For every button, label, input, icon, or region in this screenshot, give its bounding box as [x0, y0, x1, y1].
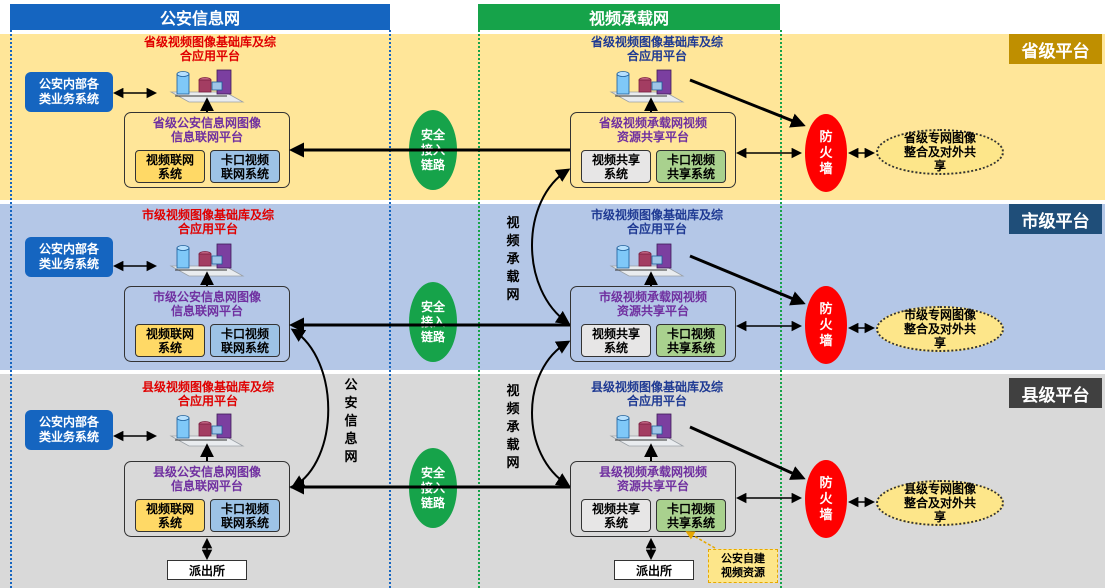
platform-title: 县级公安信息网图像信息联网平台	[152, 465, 261, 493]
server-cluster-icon	[169, 413, 245, 447]
county-firewall: 防火墙	[805, 460, 847, 538]
header-video-carrier-network: 视频承载网	[478, 4, 780, 30]
level-tag-province: 省级平台	[1009, 34, 1102, 64]
province-firewall: 防火墙	[805, 114, 847, 192]
video-share-system: 视频共享系统	[581, 324, 651, 357]
platform-title: 省级公安信息网图像信息联网平台	[152, 116, 261, 144]
checkpoint-network-system: 卡口视频联网系统	[210, 499, 280, 532]
level-tag-county: 县级平台	[1009, 378, 1102, 408]
header-police-info-network: 公安信息网	[10, 4, 390, 30]
server-cluster-icon	[609, 243, 685, 277]
video-share-system: 视频共享系统	[581, 499, 651, 532]
checkpoint-network-system: 卡口视频联网系统	[210, 324, 280, 357]
checkpoint-share-system: 卡口视频共享系统	[656, 499, 726, 532]
server-cluster-icon	[169, 243, 245, 277]
province-security-link: 安全接入链路	[409, 110, 457, 190]
video-carrier-network-label-lower: 视频承载网	[506, 383, 520, 470]
video-network-system: 视频联网系统	[135, 324, 205, 357]
video-carrier-network-label-upper: 视频承载网	[506, 215, 520, 302]
platform-title: 省级视频承载网视频资源共享平台	[598, 116, 707, 144]
province-left-platform-title: 省级视频图像基础库及综合应用平台	[143, 35, 276, 63]
province-external-share: 省级专网图像整合及对外共享	[876, 129, 1004, 175]
police-network-left-boundary	[10, 30, 12, 588]
police-info-network-label: 公安信息网	[344, 377, 358, 464]
platform-title: 市级公安信息网图像信息联网平台	[152, 290, 261, 318]
platform-title: 市级视频承载网视频资源共享平台	[598, 290, 707, 318]
city-left-platform-title: 市级视频图像基础库及综合应用平台	[141, 208, 274, 236]
province-police-info-platform: 省级公安信息网图像信息联网平台 视频联网系统 卡口视频联网系统	[124, 112, 290, 188]
video-share-system: 视频共享系统	[581, 150, 651, 183]
county-security-link: 安全接入链路	[409, 448, 457, 528]
city-security-link: 安全接入链路	[409, 282, 457, 362]
county-video-share-platform: 县级视频承载网视频资源共享平台 视频共享系统 卡口视频共享系统	[570, 461, 736, 537]
server-cluster-icon	[609, 69, 685, 103]
police-station-right: 派出所	[614, 560, 694, 580]
video-network-system: 视频联网系统	[135, 499, 205, 532]
county-external-share: 县级专网图像整合及对外共享	[876, 480, 1004, 526]
city-firewall: 防火墙	[805, 286, 847, 364]
server-cluster-icon	[609, 413, 685, 447]
server-cluster-icon	[169, 69, 245, 103]
self-built-video-resource: 公安自建视频资源	[708, 549, 778, 583]
county-police-info-platform: 县级公安信息网图像信息联网平台 视频联网系统 卡口视频联网系统	[124, 461, 290, 537]
province-right-platform-title: 省级视频图像基础库及综合应用平台	[590, 35, 723, 63]
carrier-network-left-boundary	[478, 30, 480, 588]
level-tag-city: 市级平台	[1009, 204, 1102, 234]
checkpoint-share-system: 卡口视频共享系统	[656, 324, 726, 357]
police-network-right-boundary	[389, 30, 391, 588]
city-right-platform-title: 市级视频图像基础库及综合应用平台	[590, 208, 723, 236]
city-video-share-platform: 市级视频承载网视频资源共享平台 视频共享系统 卡口视频共享系统	[570, 286, 736, 362]
province-internal-systems: 公安内部各类业务系统	[25, 72, 113, 112]
county-internal-systems: 公安内部各类业务系统	[25, 410, 113, 450]
province-video-share-platform: 省级视频承载网视频资源共享平台 视频共享系统 卡口视频共享系统	[570, 112, 736, 188]
police-station-left: 派出所	[167, 560, 247, 580]
carrier-network-right-boundary	[780, 30, 782, 588]
county-right-platform-title: 县级视频图像基础库及综合应用平台	[590, 380, 723, 408]
video-network-system: 视频联网系统	[135, 150, 205, 183]
platform-title: 县级视频承载网视频资源共享平台	[598, 465, 707, 493]
city-external-share: 市级专网图像整合及对外共享	[876, 306, 1004, 352]
checkpoint-share-system: 卡口视频共享系统	[656, 150, 726, 183]
checkpoint-network-system: 卡口视频联网系统	[210, 150, 280, 183]
city-police-info-platform: 市级公安信息网图像信息联网平台 视频联网系统 卡口视频联网系统	[124, 286, 290, 362]
city-internal-systems: 公安内部各类业务系统	[25, 237, 113, 277]
county-left-platform-title: 县级视频图像基础库及综合应用平台	[141, 380, 274, 408]
